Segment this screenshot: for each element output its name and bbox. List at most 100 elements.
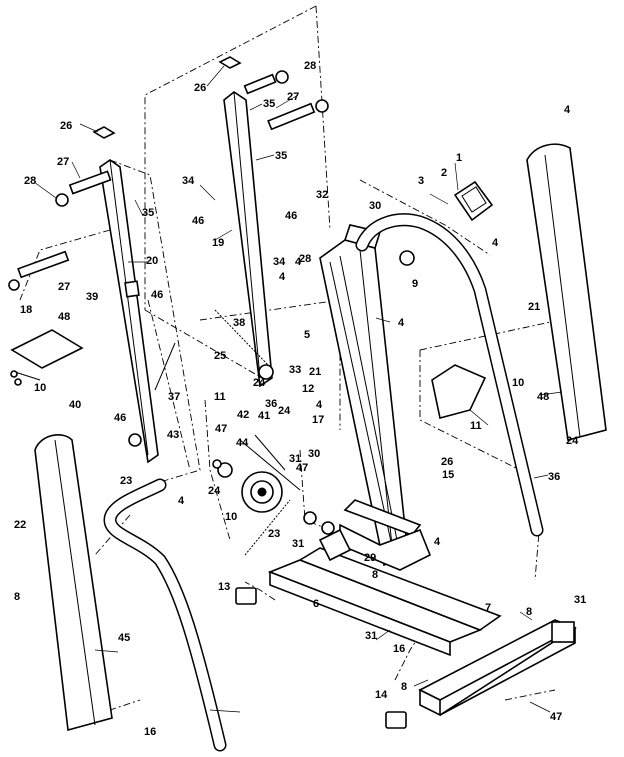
callout-label: 26: [441, 456, 453, 468]
callout-label: 16: [393, 643, 405, 655]
display-and-bracket: [431, 180, 494, 419]
callout-label: 24: [208, 485, 221, 497]
callout-label: 45: [118, 632, 130, 644]
callout-label: 10: [34, 382, 46, 394]
callout-label: 36: [265, 398, 277, 410]
callout-label: 11: [470, 420, 482, 432]
callout-label: 19: [212, 237, 224, 249]
callout-label: 33: [289, 364, 301, 376]
callout-label: 32: [316, 189, 328, 201]
end-caps: [235, 587, 407, 729]
callout-label: 4: [316, 399, 323, 411]
callout-label: 24: [253, 377, 266, 389]
callout-label: 36: [548, 471, 560, 483]
callout-label: 38: [233, 317, 245, 329]
foot-lever: [103, 478, 227, 752]
callout-label: 47: [296, 462, 308, 474]
callout-label: 41: [258, 410, 270, 422]
callout-label: 5: [304, 329, 310, 341]
callout-label: 46: [114, 412, 126, 424]
callout-label: 4: [398, 317, 405, 329]
callout-label: 3: [418, 175, 424, 187]
callout-label: 4: [434, 536, 441, 548]
callout-label: 10: [225, 511, 237, 523]
callout-label: 7: [485, 602, 491, 614]
callout-label: 40: [69, 399, 81, 411]
callout-label: 4: [492, 237, 499, 249]
callout-label: 27: [57, 156, 69, 168]
callout-label: 31: [574, 594, 586, 606]
callout-label: 48: [537, 391, 549, 403]
mounting-plate: [10, 329, 84, 386]
left-upright-column: [99, 159, 159, 464]
callout-label: 39: [86, 291, 98, 303]
callout-label: 6: [313, 598, 319, 610]
callout-label: 35: [275, 150, 287, 162]
main-tower: [319, 224, 432, 571]
callout-label: 34: [182, 175, 195, 187]
callout-label: 4: [178, 495, 185, 507]
callout-label: 47: [550, 711, 562, 723]
callout-label: 31: [289, 453, 301, 465]
callout-label: 22: [14, 519, 26, 531]
callout-label: 28: [304, 60, 316, 72]
center-upright-column: [223, 91, 274, 388]
callout-label: 26: [60, 120, 72, 132]
callout-label: 30: [308, 448, 320, 460]
callout-label: 29: [364, 552, 376, 564]
callout-label: 8: [401, 681, 407, 693]
springs: [154, 309, 291, 556]
callout-label: 44: [236, 437, 249, 449]
callout-label: 23: [120, 475, 132, 487]
callout-label: 30: [369, 200, 381, 212]
callout-label: 16: [144, 726, 156, 738]
callout-label: 4: [295, 256, 302, 268]
callout-label: 46: [151, 289, 163, 301]
base-frame: [267, 528, 577, 717]
callout-label: 24: [278, 405, 291, 417]
callout-label: 1: [456, 152, 462, 164]
leader-lines: [33, 65, 563, 713]
pulley-assembly: [212, 434, 335, 535]
callout-label: 27: [287, 91, 299, 103]
callout-label: 18: [20, 304, 32, 316]
callout-label: 31: [365, 630, 377, 642]
callout-label: 27: [58, 281, 70, 293]
callout-label: 25: [214, 350, 226, 362]
callout-label: 35: [142, 207, 154, 219]
callout-label: 12: [302, 383, 314, 395]
callout-label: 21: [309, 366, 321, 378]
callout-label: 34: [273, 256, 286, 268]
callout-label: 2: [441, 167, 447, 179]
callout-label: 46: [285, 210, 297, 222]
callout-label: 9: [412, 278, 418, 290]
callout-label: 8: [372, 569, 378, 581]
callout-label: 31: [292, 538, 304, 550]
callout-label: 47: [215, 423, 227, 435]
callout-label: 8: [14, 591, 20, 603]
callout-label: 13: [218, 581, 230, 593]
callout-label: 35: [263, 98, 275, 110]
callout-label: 11: [214, 391, 226, 403]
callout-label: 43: [167, 429, 179, 441]
callout-label: 10: [512, 377, 524, 389]
callout-label: 24: [566, 435, 579, 447]
caps-and-rods: [8, 56, 329, 291]
callout-labels: 28 26 27 35 26 35 28 27 35 34 46 19 46 3…: [14, 60, 586, 738]
callout-label: 14: [375, 689, 388, 701]
callout-label: 28: [24, 175, 36, 187]
callout-label: 15: [442, 469, 454, 481]
callout-label: 23: [268, 528, 280, 540]
callout-label: 42: [237, 409, 249, 421]
callout-label: 46: [192, 215, 204, 227]
callout-label: 8: [526, 606, 532, 618]
callout-label: 20: [146, 255, 158, 267]
callout-label: 37: [168, 391, 180, 403]
callout-label: 4: [279, 271, 286, 283]
callout-label: 4: [564, 104, 571, 116]
left-shroud: [34, 434, 113, 732]
callout-label: 26: [194, 82, 206, 94]
callout-label: 48: [58, 311, 70, 323]
callout-label: 28: [299, 253, 311, 265]
